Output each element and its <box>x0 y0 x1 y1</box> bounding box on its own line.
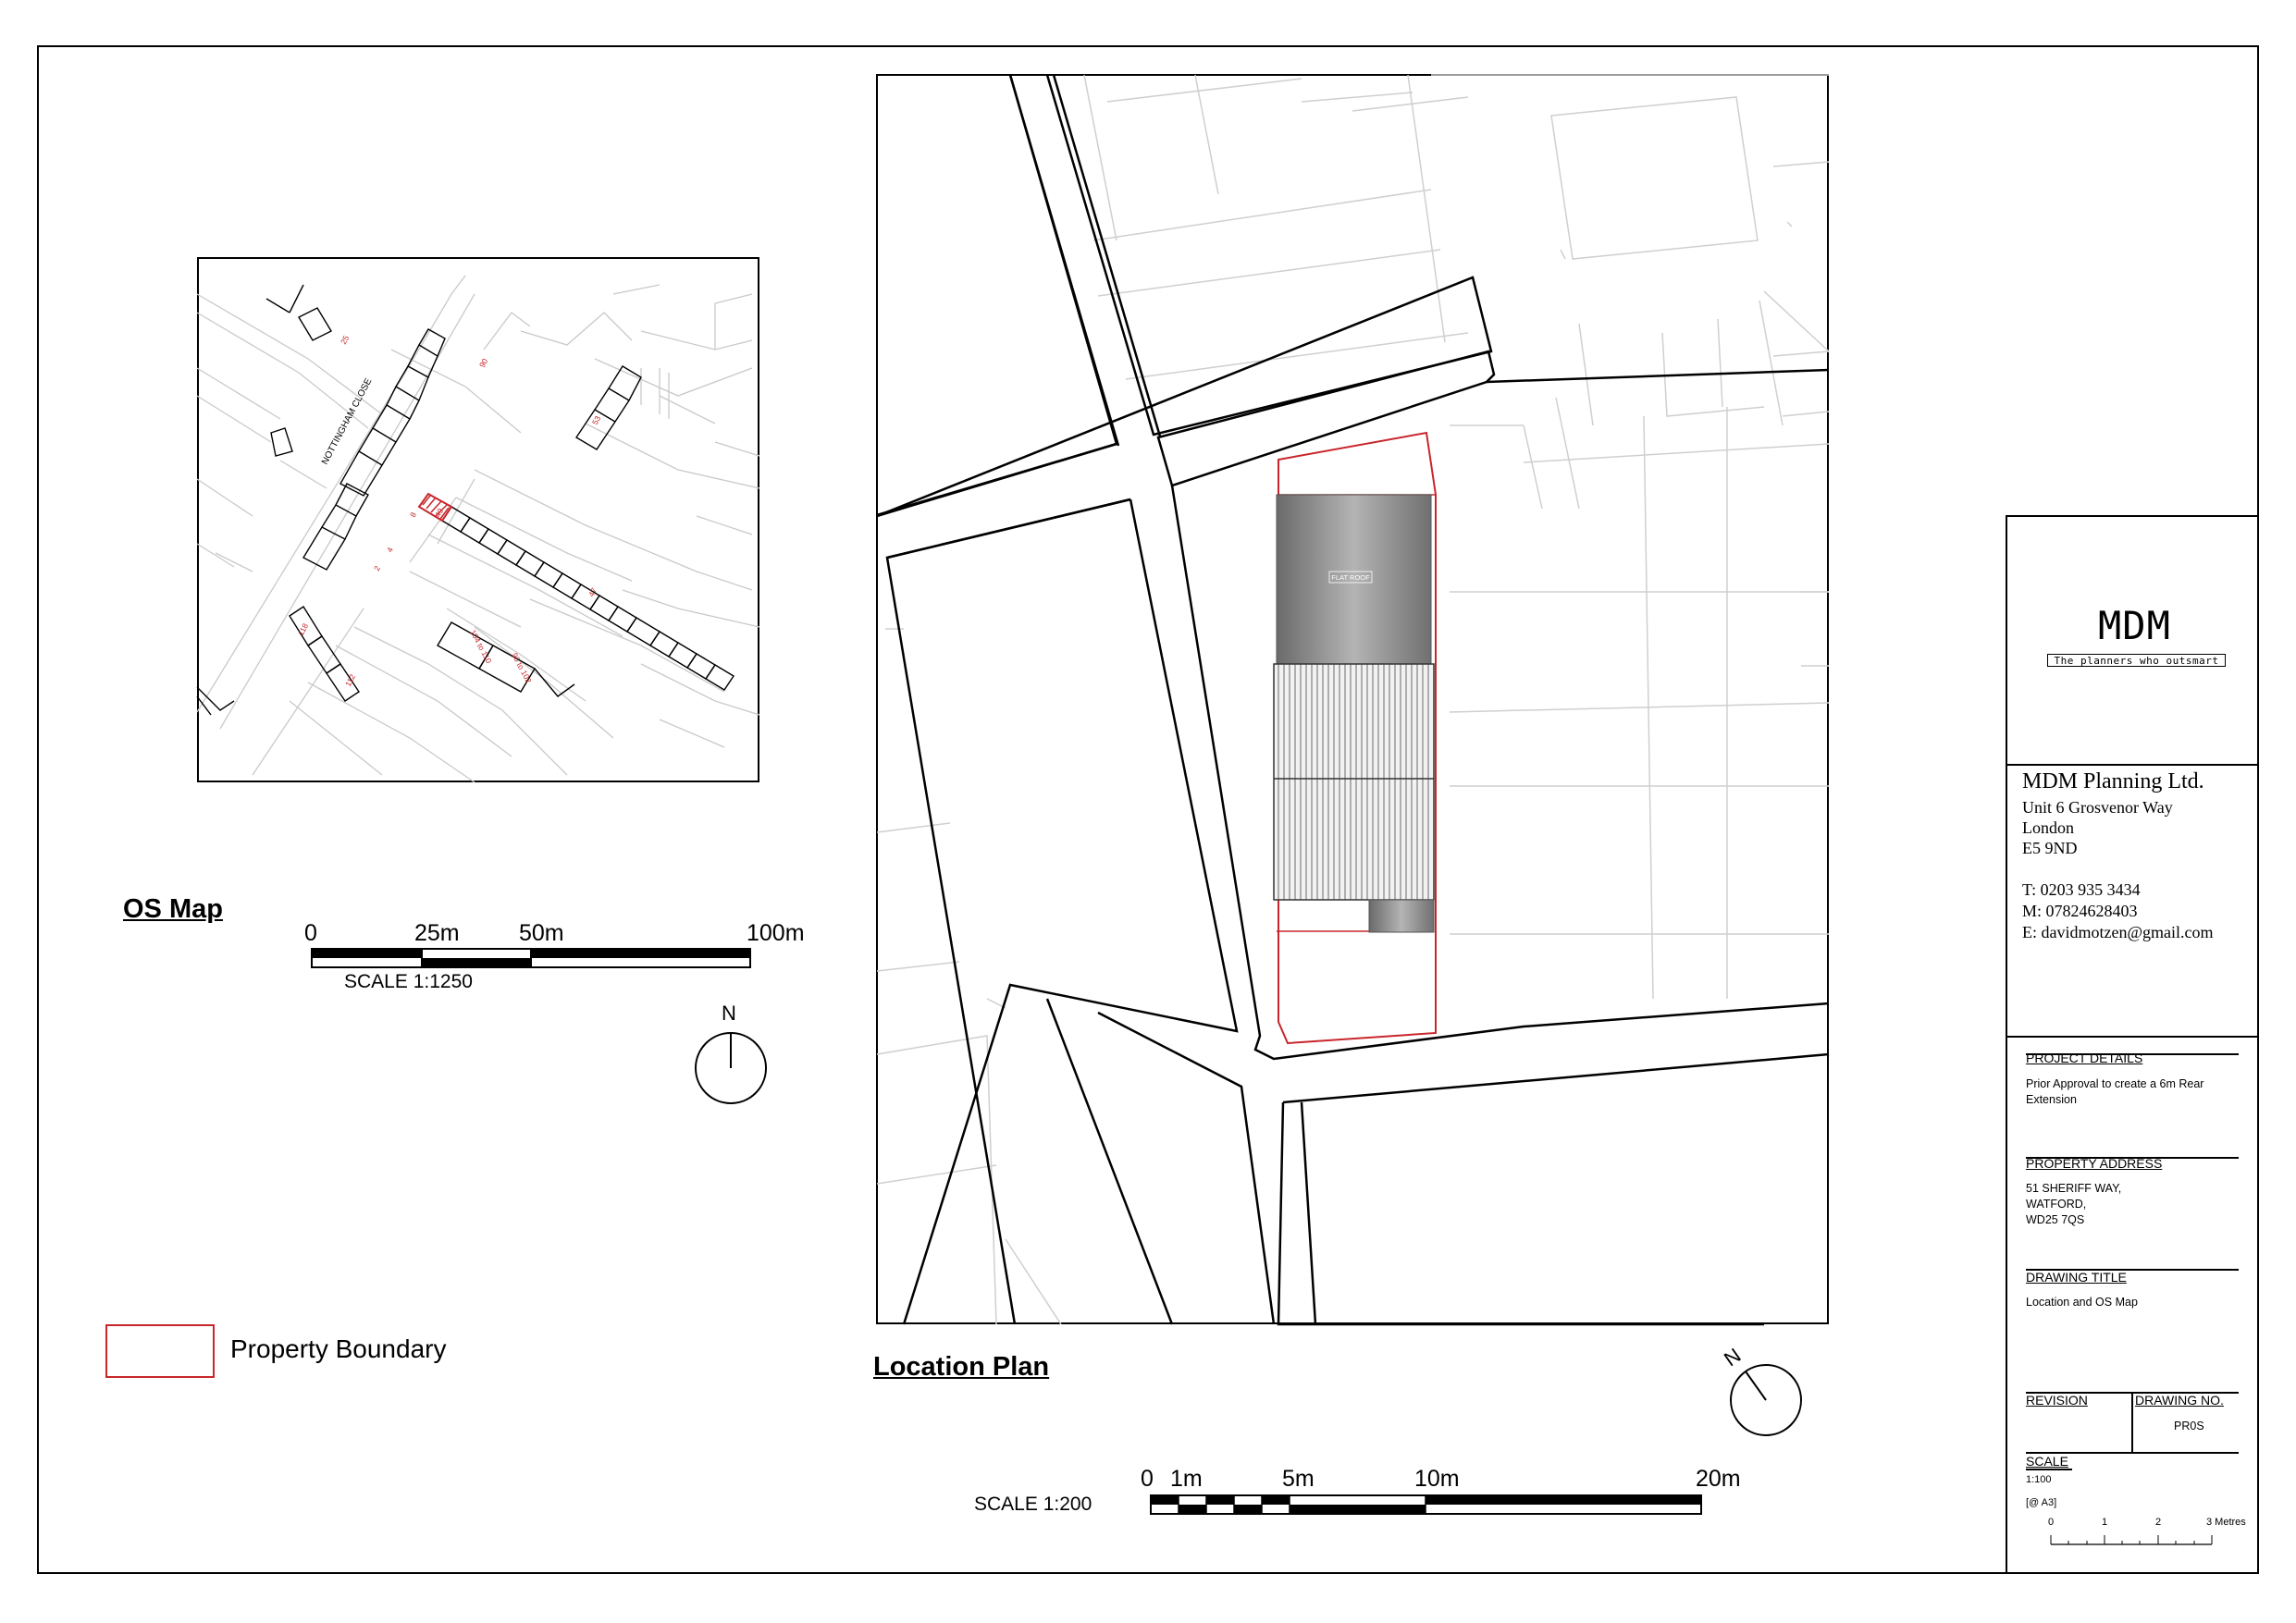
loc-scale-mark: 0 <box>1141 1466 1154 1492</box>
loc-scale-bar <box>1150 1494 1702 1515</box>
company-address: Unit 6 Grosvenor Way London E5 9ND <box>2022 797 2173 858</box>
divider <box>2006 1036 2259 1038</box>
bar-mark: 2 <box>2155 1517 2162 1528</box>
loc-scale-mark: 10m <box>1414 1466 1460 1492</box>
loc-scale-mark: 20m <box>1696 1466 1741 1492</box>
legend-label: Property Boundary <box>230 1334 447 1363</box>
divider <box>2026 1469 2072 1470</box>
drawing-title-label: DRAWING TITLE <box>2026 1270 2127 1285</box>
os-map-heading: OS Map <box>123 894 223 924</box>
revision-label: REVISION <box>2026 1393 2088 1408</box>
drawing-no: PR0S <box>2174 1420 2204 1432</box>
os-scale-mark: 25m <box>414 920 460 946</box>
house-number: 2 <box>372 564 382 572</box>
os-scale-mark: 0 <box>304 920 317 946</box>
house-number: 47 <box>586 586 599 598</box>
sheet-border <box>37 45 2259 1574</box>
project-details-line: Extension <box>2026 1093 2077 1106</box>
os-north-arrow-icon <box>695 1032 767 1104</box>
project-details-line: Prior Approval to create a 6m Rear <box>2026 1077 2204 1090</box>
address-line: Unit 6 Grosvenor Way <box>2022 798 2173 817</box>
house-number: 4 <box>385 546 395 554</box>
legend-swatch <box>105 1324 215 1378</box>
mobile: M: 07824628403 <box>2022 902 2138 920</box>
bar-mark: 3 Metres <box>2206 1517 2246 1528</box>
scale-value: 1:100 <box>2026 1474 2052 1485</box>
os-map: NOTTINGHAM CLOSE 25 90 53 49 47 8 2 4 11… <box>196 257 760 783</box>
location-plan-heading: Location Plan <box>873 1352 1050 1382</box>
loc-scale-mark: 1m <box>1170 1466 1203 1492</box>
bar-mark: 1 <box>2102 1517 2108 1528</box>
os-scale-caption: SCALE 1:1250 <box>344 971 473 992</box>
property-address: 51 SHERIFF WAY, WATFORD, WD25 7QS <box>2026 1181 2121 1228</box>
phone: T: 0203 935 3434 <box>2022 880 2141 899</box>
bar-mark: 0 <box>2048 1517 2055 1528</box>
divider <box>2026 1053 2239 1055</box>
title-scale-bar <box>2050 1535 2213 1545</box>
property-address-line: WD25 7QS <box>2026 1213 2085 1226</box>
loc-scale-caption: SCALE 1:200 <box>974 1494 1092 1515</box>
house-number: 49 <box>433 507 445 519</box>
company-name: MDM Planning Ltd. <box>2022 769 2204 793</box>
address-line: London <box>2022 818 2074 837</box>
roof-label: FLAT ROOF <box>1331 573 1370 582</box>
house-number: 90 <box>477 357 489 369</box>
scale-label: SCALE <box>2026 1454 2068 1469</box>
divider <box>2026 1269 2239 1271</box>
email: E: davidmotzen@gmail.com <box>2022 923 2214 941</box>
os-scale-bar <box>311 948 751 968</box>
divider <box>2006 764 2259 766</box>
house-number: 53 <box>590 414 602 426</box>
os-north-label: N <box>722 1002 736 1025</box>
drawing-no-label: DRAWING NO. <box>2135 1393 2224 1408</box>
property-address-line: 51 SHERIFF WAY, <box>2026 1182 2122 1195</box>
house-number: 25 <box>339 334 351 346</box>
divider <box>2131 1392 2133 1453</box>
project-details: Prior Approval to create a 6m Rear Exten… <box>2026 1076 2203 1108</box>
loc-scale-mark: 5m <box>1282 1466 1315 1492</box>
company-contact: T: 0203 935 3434 M: 07824628403 E: david… <box>2022 879 2214 943</box>
drawing-title: Location and OS Map <box>2026 1296 2138 1309</box>
paper-size: [@ A3] <box>2026 1497 2057 1508</box>
loc-north-arrow-icon <box>1730 1364 1802 1436</box>
divider <box>2026 1452 2239 1454</box>
house-number: 8 <box>408 510 418 519</box>
address-line: E5 9ND <box>2022 839 2078 857</box>
os-scale-mark: 100m <box>747 920 805 946</box>
location-plan: FLAT ROOF <box>876 74 1830 1326</box>
company-logo: MDM <box>2098 603 2171 648</box>
os-scale-mark: 50m <box>519 920 564 946</box>
company-tagline: The planners who outsmart <box>2047 654 2226 667</box>
divider <box>2026 1157 2239 1159</box>
title-block <box>2006 515 2259 1574</box>
property-address-line: WATFORD, <box>2026 1198 2087 1211</box>
property-address-label: PROPERTY ADDRESS <box>2026 1156 2163 1171</box>
